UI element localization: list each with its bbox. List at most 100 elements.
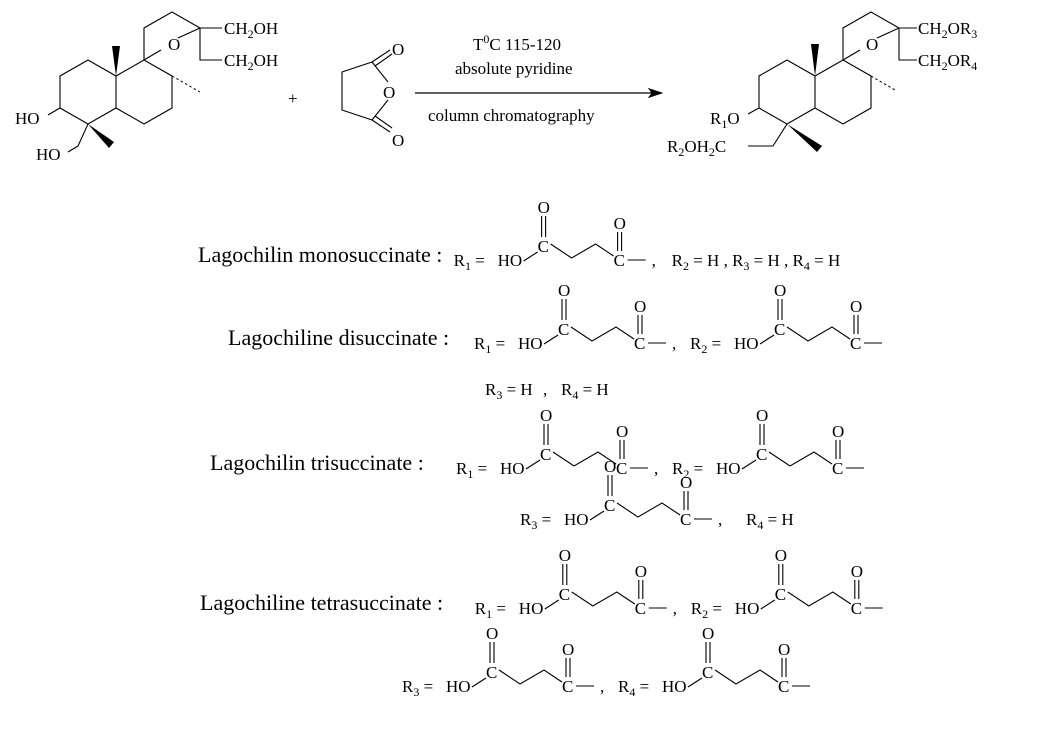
hydroxyl-label: HO	[564, 510, 589, 529]
oxygen-label: O	[851, 562, 863, 581]
carbon-label: C	[562, 677, 573, 696]
comma: ,	[652, 251, 656, 270]
workup-condition: column chromatography	[428, 106, 595, 125]
r4-label: R4 =	[618, 677, 649, 699]
comma: ,	[543, 380, 547, 399]
carbon-label: C	[850, 334, 861, 353]
carbon-label: C	[774, 320, 785, 339]
hydroxyl-label: HO	[498, 251, 523, 270]
solvent-condition: absolute pyridine	[455, 59, 573, 78]
r4-equals-h: R4 = H	[746, 510, 794, 532]
r2-r3-r4-equals-h: R2 = H , R3 = H , R4 = H	[672, 251, 841, 273]
carbon-label: C	[775, 585, 786, 604]
comma: ,	[673, 599, 677, 618]
r2-label: R2 =	[672, 459, 703, 481]
carbon-label: C	[614, 251, 625, 270]
hydroxyl-label: HO	[662, 677, 687, 696]
ring-a	[59, 59, 117, 125]
ch2oh-bottom: CH2OH	[224, 51, 278, 73]
comma: ,	[672, 334, 676, 353]
carbon-label: C	[756, 445, 767, 464]
carbon-label: C	[680, 510, 691, 529]
r3-label: R3 =	[402, 677, 433, 699]
comma: ,	[600, 677, 604, 696]
oxygen-label: O	[702, 624, 714, 643]
ho-chain: HO	[36, 145, 61, 164]
oxygen-label: O	[614, 214, 626, 233]
carbon-label: C	[702, 663, 713, 682]
oxygen-label: O	[538, 198, 550, 217]
oxygen-label: O	[558, 281, 570, 300]
oxygen-label: O	[540, 406, 552, 425]
derivative-row: Lagochiline tetrasuccinate :R1 = HOCOCO,…	[200, 546, 883, 699]
oxygen-label: O	[634, 297, 646, 316]
derivative-row: Lagochilin trisuccinate :R1 = HOCOCO,R2 …	[210, 406, 864, 532]
plus-sign: +	[288, 89, 298, 108]
r2-label: R2 =	[691, 599, 722, 621]
oxygen-label: O	[778, 640, 790, 659]
hydroxyl-label: HO	[735, 599, 760, 618]
oxygen-label: O	[486, 624, 498, 643]
r1-label: R1 =	[454, 251, 485, 273]
reactant-lagochilin: O CH2OH CH2OH HO HO	[15, 11, 278, 164]
derivative-row: Lagochiline disuccinate :R1 = HOCOCO,R2 …	[228, 281, 882, 402]
derivative-name: Lagochiline disuccinate :	[228, 325, 449, 350]
carbon-label: C	[634, 334, 645, 353]
comma: ,	[718, 510, 722, 529]
r3-equals-h: R3 = H	[485, 380, 533, 402]
derivatives-list: Lagochilin monosuccinate :R1 = HOCOCO,R2…	[198, 198, 883, 699]
carbon-label: C	[851, 599, 862, 618]
r4-equals-h: R4 = H	[561, 380, 609, 402]
carbon-label: C	[832, 459, 843, 478]
oxygen-label: O	[756, 406, 768, 425]
carbon-label: C	[558, 320, 569, 339]
methyl-hash	[171, 75, 201, 93]
oxygen-label: O	[616, 422, 628, 441]
reaction-arrow-group: T0C 115-120 absolute pyridine column chr…	[415, 32, 664, 125]
carbon-label: C	[616, 459, 627, 478]
r1-label: R1 =	[475, 599, 506, 621]
comma: ,	[654, 459, 658, 478]
ether-ring	[143, 11, 201, 60]
derivative-row: Lagochilin monosuccinate :R1 = HOCOCO,R2…	[198, 198, 840, 273]
ho-ring: HO	[15, 109, 40, 128]
ch2or4-label: CH2OR4	[918, 51, 977, 73]
hydroxyl-label: HO	[446, 677, 471, 696]
product-structure: O CH2OR3 CH2OR4 R1O R2OH2C	[667, 11, 977, 159]
carbon-label: C	[635, 599, 646, 618]
oxygen-label: O	[604, 457, 616, 476]
derivative-name: Lagochilin monosuccinate :	[198, 242, 442, 267]
oxygen-label: O	[775, 546, 787, 565]
methyl-wedge	[88, 124, 114, 148]
oxygen-label: O	[635, 562, 647, 581]
reagent-succinic-anhydride: O O O	[341, 40, 404, 150]
ch2oh-top: CH2OH	[224, 19, 278, 41]
carbon-label: C	[538, 237, 549, 256]
temperature-condition: T0C 115-120	[473, 32, 561, 54]
hydroxyl-label: HO	[734, 334, 759, 353]
r1-label: R1 =	[474, 334, 505, 356]
derivative-name: Lagochilin trisuccinate :	[210, 450, 424, 475]
hydroxyl-label: HO	[716, 459, 741, 478]
ring-b	[115, 59, 173, 125]
r3-label: R3 =	[520, 510, 551, 532]
r2-label: R2 =	[690, 334, 721, 356]
r2oh2c-label: R2OH2C	[667, 137, 726, 159]
r1o-label: R1O	[710, 109, 740, 131]
carbon-label: C	[540, 445, 551, 464]
r1-label: R1 =	[456, 459, 487, 481]
carbon-label: C	[559, 585, 570, 604]
oxygen-label: O	[562, 640, 574, 659]
oxygen-label: O	[774, 281, 786, 300]
hydroxyl-label: HO	[518, 334, 543, 353]
oxygen-label: O	[559, 546, 571, 565]
carbon-label: C	[486, 663, 497, 682]
